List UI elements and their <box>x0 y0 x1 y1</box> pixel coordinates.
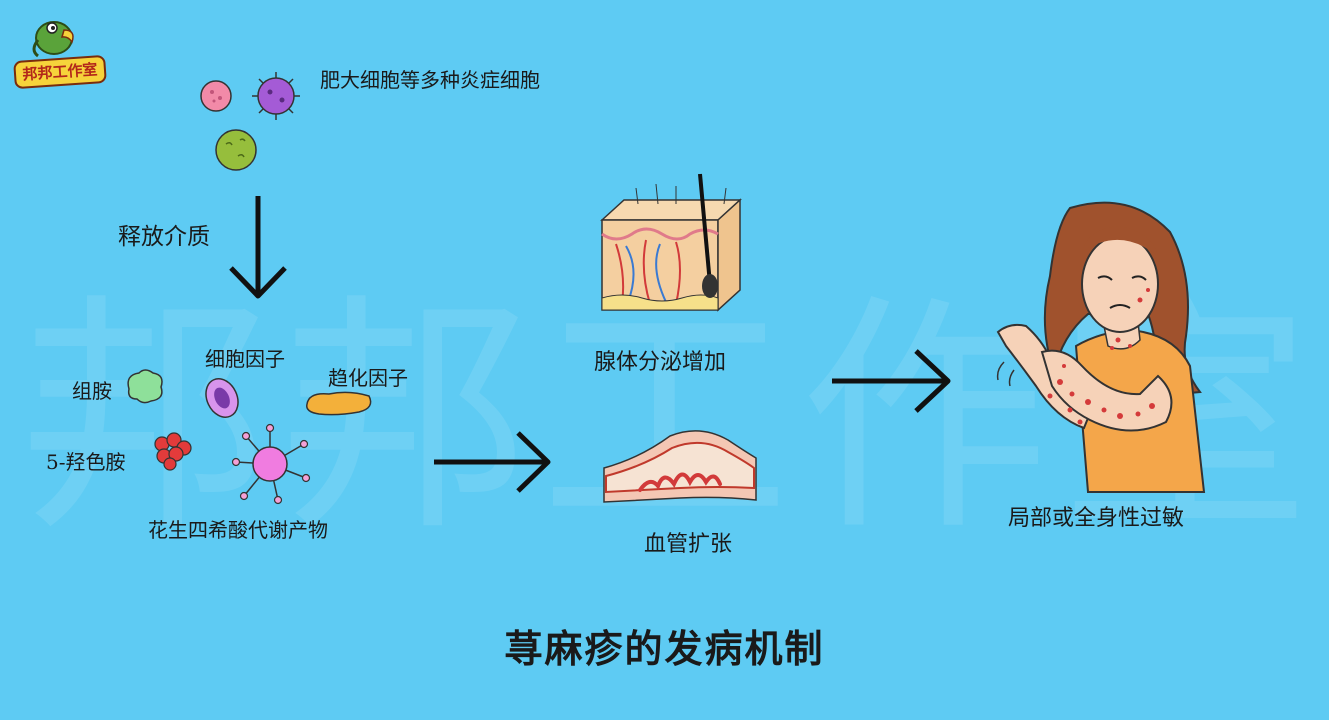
skin-gland-illustration <box>600 173 742 312</box>
page-title: 荨麻疹的发病机制 <box>504 627 825 671</box>
green-cell-icon <box>215 129 257 171</box>
right-arrow-large-icon <box>832 349 951 413</box>
histamine-label: 组胺 <box>72 379 112 403</box>
inflammatory-cells-label: 肥大细胞等多种炎症细胞 <box>320 68 540 92</box>
serotonin-label: 5-羟色胺 <box>46 450 126 474</box>
histamine-cell-icon <box>127 369 163 404</box>
chemotactic-factor-icon <box>306 391 372 416</box>
arachidonic-metabolites-label: 花生四希酸代谢产物 <box>148 518 328 542</box>
serotonin-cluster-icon <box>154 432 192 471</box>
parrot-icon <box>32 21 74 58</box>
purple-cell-icon <box>252 72 300 120</box>
vasodilation-label: 血管扩张 <box>644 532 733 557</box>
blood-vessel-illustration <box>603 430 757 503</box>
cytokine-cell-icon <box>205 378 239 418</box>
woman-allergy-illustration <box>996 201 1206 493</box>
down-arrow-icon <box>229 196 287 299</box>
cytokines-label: 细胞因子 <box>205 347 285 371</box>
arachidonic-molecule-icon <box>231 423 311 505</box>
gland-secretion-label: 腺体分泌增加 <box>594 350 727 375</box>
chemotactic-factor-label: 趋化因子 <box>328 366 408 390</box>
allergy-label: 局部或全身性过敏 <box>1008 506 1185 531</box>
inflammatory-cells-illustration <box>200 72 300 171</box>
right-arrow-icon <box>434 431 551 493</box>
release-mediators-label: 释放介质 <box>118 224 210 250</box>
pink-cell-icon <box>200 80 232 112</box>
logo-text: 邦邦工作室 <box>13 54 107 90</box>
